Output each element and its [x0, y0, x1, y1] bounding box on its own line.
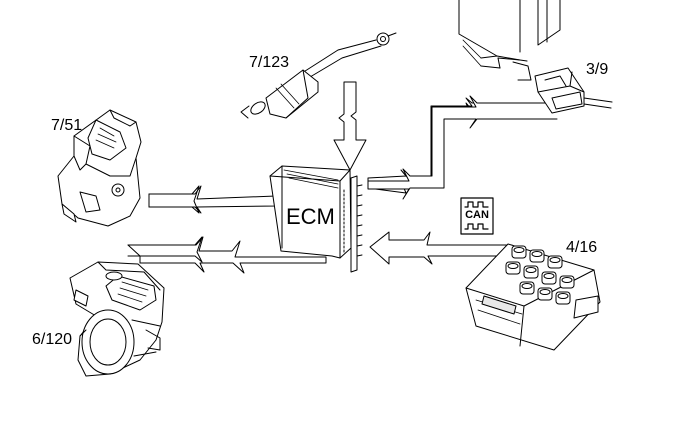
ecm-module	[269, 165, 363, 273]
label-7-51: 7/51	[51, 117, 83, 134]
component-6-120-throttle-body	[69, 261, 165, 377]
ecm-label: ECM	[286, 204, 335, 229]
component-4-16-module	[465, 243, 601, 351]
label-4-16: 4/16	[566, 239, 598, 256]
arrow-ecm-to-6-120	[127, 236, 327, 274]
component-7-51-actuator	[57, 109, 142, 227]
arrow-7-123-to-ecm	[333, 81, 367, 171]
label-7-123: 7/123	[249, 54, 290, 71]
can-bus-badge	[460, 197, 494, 235]
can-badge-text: CAN	[465, 209, 489, 221]
arrow-ecm-to-4-16	[369, 231, 513, 265]
arrow-3-9-to-ecm	[367, 95, 558, 200]
label-6-120: 6/120	[32, 331, 73, 348]
arrow-7-51-to-ecm	[148, 185, 277, 214]
component-7-123-sensor	[240, 32, 397, 119]
component-3-9-sensor	[458, 0, 613, 114]
label-3-9: 3/9	[586, 61, 609, 78]
